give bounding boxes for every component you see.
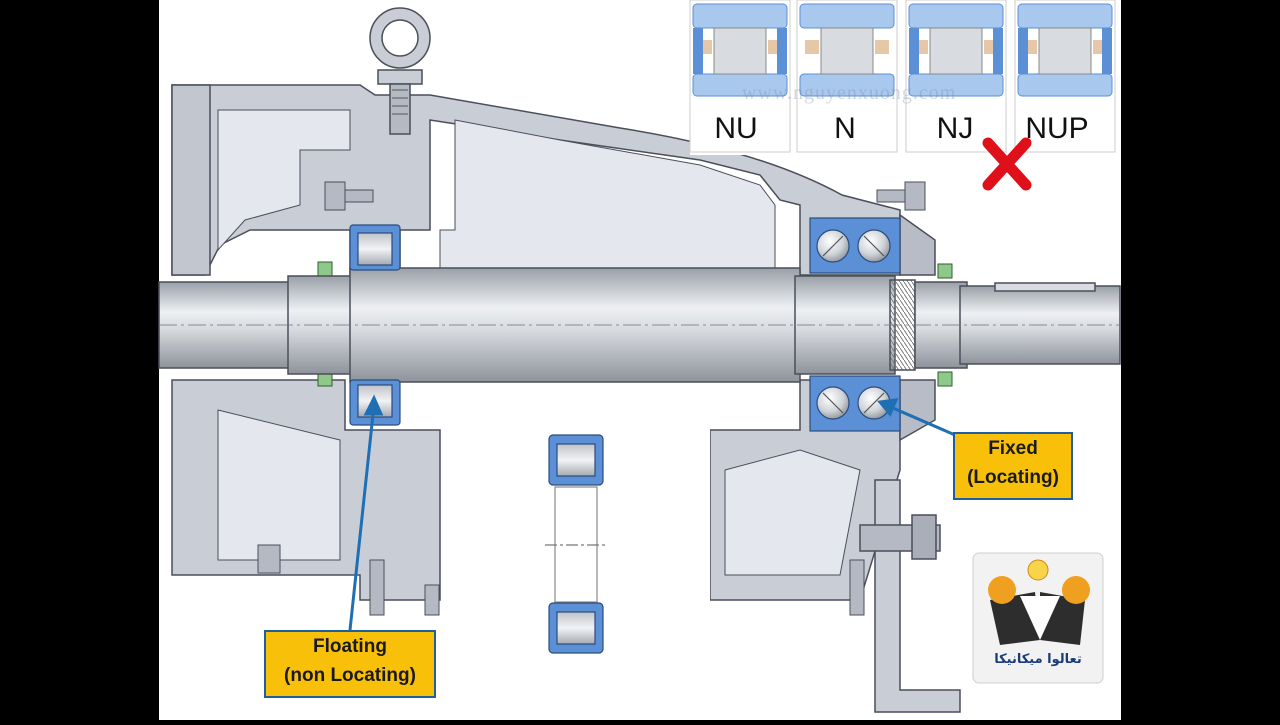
- shaft: [158, 267, 1121, 383]
- callout-arrows: [348, 394, 956, 631]
- roller-bearing-section: [545, 434, 608, 654]
- housing-cavities: [217, 109, 861, 576]
- bearing-thumb-nj: [905, 0, 1007, 153]
- mounting-bracket: [859, 479, 961, 713]
- bearing-type-nup-label: NUP: [1025, 112, 1089, 145]
- floating-callout-line1: Floating: [313, 636, 387, 657]
- bearing-type-nj-label: NJ: [936, 112, 974, 145]
- eye-bolt: [369, 7, 431, 135]
- logo: [972, 552, 1104, 684]
- floating-callout: Floating (non Locating): [264, 630, 436, 698]
- fixed-callout-line2: (Locating): [967, 467, 1059, 488]
- bearing-thumb-nu: [689, 0, 791, 153]
- fixed-callout: Fixed (Locating): [953, 432, 1073, 500]
- bearing-type-n-label: N: [834, 112, 856, 145]
- fixed-ball-bearing: [809, 217, 901, 432]
- bearing-type-panel: [689, 0, 1121, 155]
- housing-bolts: [257, 181, 926, 616]
- logo-text: تعالوا ميكانيكا: [994, 652, 1082, 667]
- bearing-thumb-nup: [1014, 0, 1116, 153]
- watermark: www.nguyenxuong.com: [742, 82, 957, 104]
- cross-mark-icon: [982, 137, 1032, 191]
- fixed-callout-line1: Fixed: [988, 438, 1038, 459]
- bearing-type-nu-label: NU: [714, 112, 758, 145]
- floating-callout-line2: (non Locating): [284, 665, 416, 686]
- bearing-thumb-n: [796, 0, 898, 153]
